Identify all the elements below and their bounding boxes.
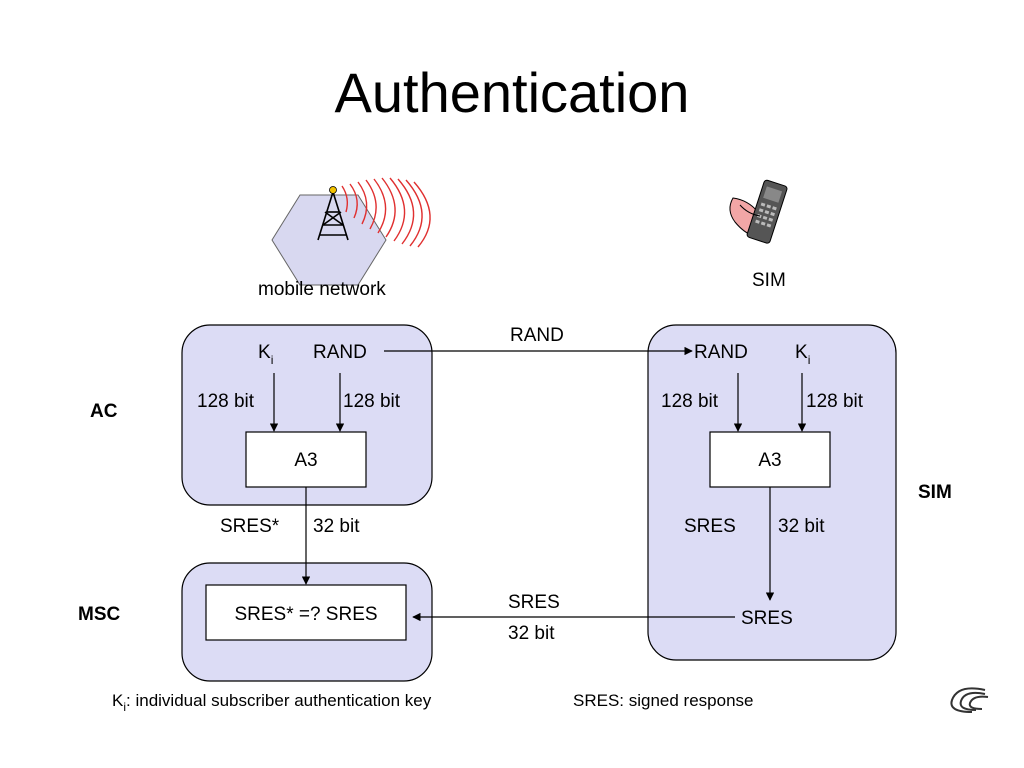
sim-key-label: Ki [795, 342, 810, 367]
sres-star-bits: 32 bit [313, 516, 360, 537]
ac-label: AC [90, 401, 118, 422]
ac-key-bits: 128 bit [197, 391, 255, 412]
mobile-network-caption: mobile network [258, 279, 386, 300]
radio-waves-icon [341, 177, 431, 248]
mobile-network-icon [271, 177, 431, 286]
sim-rand-label: RAND [694, 342, 748, 363]
corner-logo [950, 687, 989, 713]
ac-a3-box [245, 431, 367, 488]
legend-key: Ki: individual subscriber authentication… [112, 691, 432, 714]
sim-a3-label: A3 [758, 450, 781, 471]
ac-rand-label: RAND [313, 342, 367, 363]
ac-region [181, 324, 433, 506]
sim-a3-box [709, 431, 831, 488]
ac-rand-bits: 128 bit [343, 391, 401, 412]
sim-sres-label: SRES [684, 516, 736, 537]
legend-sres: SRES: signed response [573, 691, 754, 710]
sim-rand-bits: 128 bit [661, 391, 719, 412]
sres-transfer-label: SRES [508, 592, 560, 613]
msc-compare-box [205, 584, 407, 641]
sres-star-label: SRES* [220, 516, 280, 537]
sim-label: SIM [918, 482, 952, 503]
msc-label: MSC [78, 604, 121, 625]
ac-key-label: Ki [258, 342, 273, 367]
ac-a3-label: A3 [294, 450, 317, 471]
slide-title: Authentication [334, 61, 690, 124]
sim-sres-output: SRES [741, 608, 793, 629]
sim-region [647, 324, 897, 661]
sim-sres-bits: 32 bit [778, 516, 825, 537]
sim-caption: SIM [752, 270, 786, 291]
msc-compare-label: SRES* =? SRES [234, 604, 377, 625]
mobile-phone-icon [729, 179, 788, 244]
sim-key-bits: 128 bit [806, 391, 864, 412]
rand-transfer-label: RAND [510, 325, 564, 346]
sres-transfer-bits: 32 bit [508, 623, 555, 644]
